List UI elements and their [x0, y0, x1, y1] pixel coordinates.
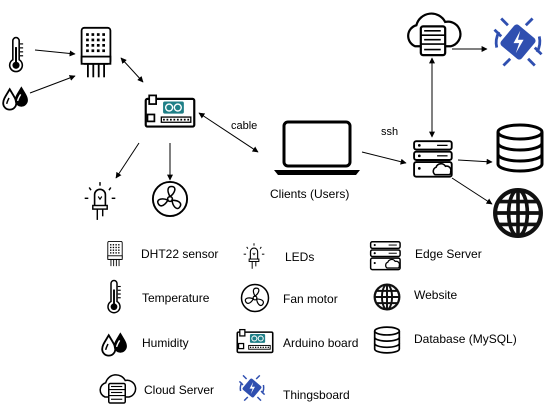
arduino-board-icon	[144, 93, 196, 129]
edge-edge-to-database	[457, 158, 493, 165]
ssh-label: ssh	[381, 126, 398, 138]
led-icon	[243, 242, 265, 270]
edge-dht22-arduino	[120, 57, 144, 83]
legend-item: Edge Server	[369, 241, 482, 271]
cable-label: cable	[231, 120, 257, 132]
thingsboard-icon	[238, 374, 266, 402]
dht22-sensor-icon	[80, 26, 112, 79]
fan-icon	[240, 283, 270, 313]
legend-label: Fan motor	[283, 292, 338, 306]
legend-label: Edge Server	[415, 247, 482, 261]
diagram-nodes: Clients (Users)	[2, 12, 544, 236]
edge-edge-to-website	[451, 177, 493, 205]
edge-humidity-to-dht22	[29, 75, 76, 94]
legend-item: Database (MySQL)	[373, 326, 517, 354]
legend-item: Thingsboard	[238, 374, 350, 402]
legend-label: Thingsboard	[283, 388, 350, 402]
connections	[29, 46, 493, 205]
fan-icon	[151, 180, 189, 218]
humidity-drops-icon	[101, 331, 128, 357]
legend-label: Website	[414, 288, 457, 302]
legend-item: DHT22 sensor	[107, 240, 218, 267]
legend-label: Humidity	[142, 336, 189, 350]
legend-label: LEDs	[285, 250, 314, 264]
thingsboard-icon	[493, 17, 543, 67]
edge-thermometer-to-dht22	[34, 49, 76, 57]
legend-item: Temperature	[106, 279, 210, 314]
edge-clients-to-edge-ssh	[361, 151, 407, 165]
laptop-icon	[272, 120, 362, 176]
edge-arduino-clients-cable	[198, 112, 259, 153]
database-icon	[496, 123, 544, 173]
database-icon	[373, 326, 401, 354]
legend-item: Fan motor	[240, 283, 338, 313]
cloud-server-icon	[99, 374, 137, 404]
led-icon	[83, 181, 117, 221]
legend-label: Arduino board	[283, 336, 358, 350]
dht22-sensor-icon	[107, 240, 123, 267]
thermometer-icon	[106, 279, 122, 314]
humidity-drops-icon	[2, 85, 29, 111]
legend-label: Cloud Server	[144, 383, 214, 397]
legend: DHT22 sensor LEDs Edge Server Temperatur…	[99, 240, 517, 404]
legend-item: Website	[373, 283, 457, 311]
globe-icon	[495, 190, 541, 236]
legend-label: Temperature	[142, 291, 210, 305]
legend-item: Humidity	[101, 331, 189, 357]
edge-server-icon	[413, 140, 453, 178]
legend-label: DHT22 sensor	[141, 247, 218, 261]
legend-item: LEDs	[243, 242, 314, 270]
globe-icon	[373, 283, 401, 311]
legend-label: Database (MySQL)	[414, 332, 517, 346]
thermometer-icon	[8, 36, 25, 73]
legend-item: Arduino board	[236, 328, 358, 354]
clients-label: Clients (Users)	[270, 187, 349, 201]
legend-item: Cloud Server	[99, 374, 214, 404]
arduino-board-icon	[236, 328, 274, 354]
edge-arduino-to-led	[115, 142, 140, 179]
edge-server-icon	[369, 241, 401, 271]
